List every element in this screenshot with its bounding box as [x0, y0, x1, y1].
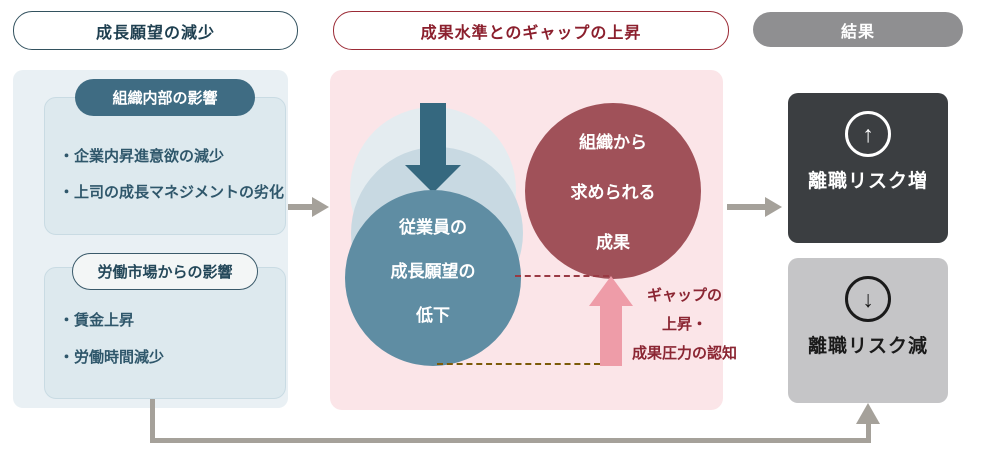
bullet-promotion-motivation-decline: ・企業内昇進意欲の減少 [59, 148, 225, 165]
decline-down-arrow-icon [420, 103, 446, 166]
middle-to-result-arrow [727, 204, 765, 210]
header-pill-result: 結果 [753, 12, 963, 47]
bypass-connector-up-arrowhead-icon [856, 403, 880, 424]
org-demand-circle: 組織から 求められる 成果 [525, 103, 701, 279]
bypass-connector-down-segment [150, 399, 155, 443]
turnover-risk-up-box: ↑ 離職リスク増 [788, 93, 948, 243]
red-circle-line: 求められる [570, 183, 656, 202]
gap-panel: 従業員の 成長願望の 低下 組織から 求められる 成果 ギャップの 上昇・ 成果… [330, 70, 737, 410]
gap-up-arrow-icon [600, 305, 622, 366]
gap-note-line: ギャップの [646, 287, 722, 304]
labor-market-title: 労働市場からの影響 [72, 253, 258, 290]
middle-to-result-arrowhead-icon [765, 197, 782, 217]
turnover-risk-up-label: 離職リスク増 [807, 171, 928, 192]
left-to-middle-arrow [288, 204, 312, 210]
red-circle-line: 成果 [596, 233, 630, 252]
left-to-middle-arrowhead-icon [312, 197, 329, 217]
header-pill-growth-decline: 成長願望の減少 [13, 11, 298, 50]
bullet-working-hours-decline: ・労働時間減少 [59, 349, 165, 366]
bypass-connector-up-segment [866, 423, 871, 443]
down-arrow-glyph: ↓ [862, 285, 874, 312]
turnover-risk-down-label: 離職リスク減 [807, 336, 928, 357]
gap-note-line: 成果圧力の認知 [631, 345, 737, 362]
blue-circle-line: 成長願望の [390, 262, 476, 281]
gap-up-arrowhead-icon [589, 276, 633, 306]
blue-circle-line: 低下 [416, 306, 450, 325]
gap-note-line: 上昇・ [661, 316, 707, 333]
red-circle-line: 組織から [579, 133, 647, 152]
circle-up-arrow-icon: ↑ [845, 111, 891, 157]
growth-decline-panel: 組織内部の影響 ・企業内昇進意欲の減少 ・上司の成長マネジメントの劣化 労働市場… [13, 70, 288, 408]
circle-down-arrow-icon: ↓ [845, 276, 891, 322]
decline-down-arrowhead-icon [405, 165, 461, 193]
bullet-wage-rise: ・賃金上昇 [59, 312, 135, 329]
bypass-connector-horizontal-segment [150, 438, 871, 443]
up-arrow-glyph: ↑ [862, 120, 874, 147]
header-pill-gap-rise: 成果水準とのギャップの上昇 [333, 11, 729, 50]
turnover-risk-down-box: ↓ 離職リスク減 [788, 258, 948, 403]
labor-market-box: 労働市場からの影響 ・賃金上昇 ・労働時間減少 [44, 253, 286, 399]
gap-upper-dashed-line [515, 275, 609, 277]
blue-circle-line: 従業員の [399, 218, 467, 237]
bullet-manager-growth-decline: ・上司の成長マネジメントの劣化 [59, 184, 285, 201]
gap-note: ギャップの 上昇・ 成果圧力の認知 [602, 281, 767, 368]
gap-lower-dashed-line [437, 363, 600, 365]
employee-growth-circle: 従業員の 成長願望の 低下 [345, 190, 521, 366]
internal-influence-title: 組織内部の影響 [75, 79, 255, 116]
internal-influence-box: 組織内部の影響 ・企業内昇進意欲の減少 ・上司の成長マネジメントの劣化 [44, 79, 286, 235]
